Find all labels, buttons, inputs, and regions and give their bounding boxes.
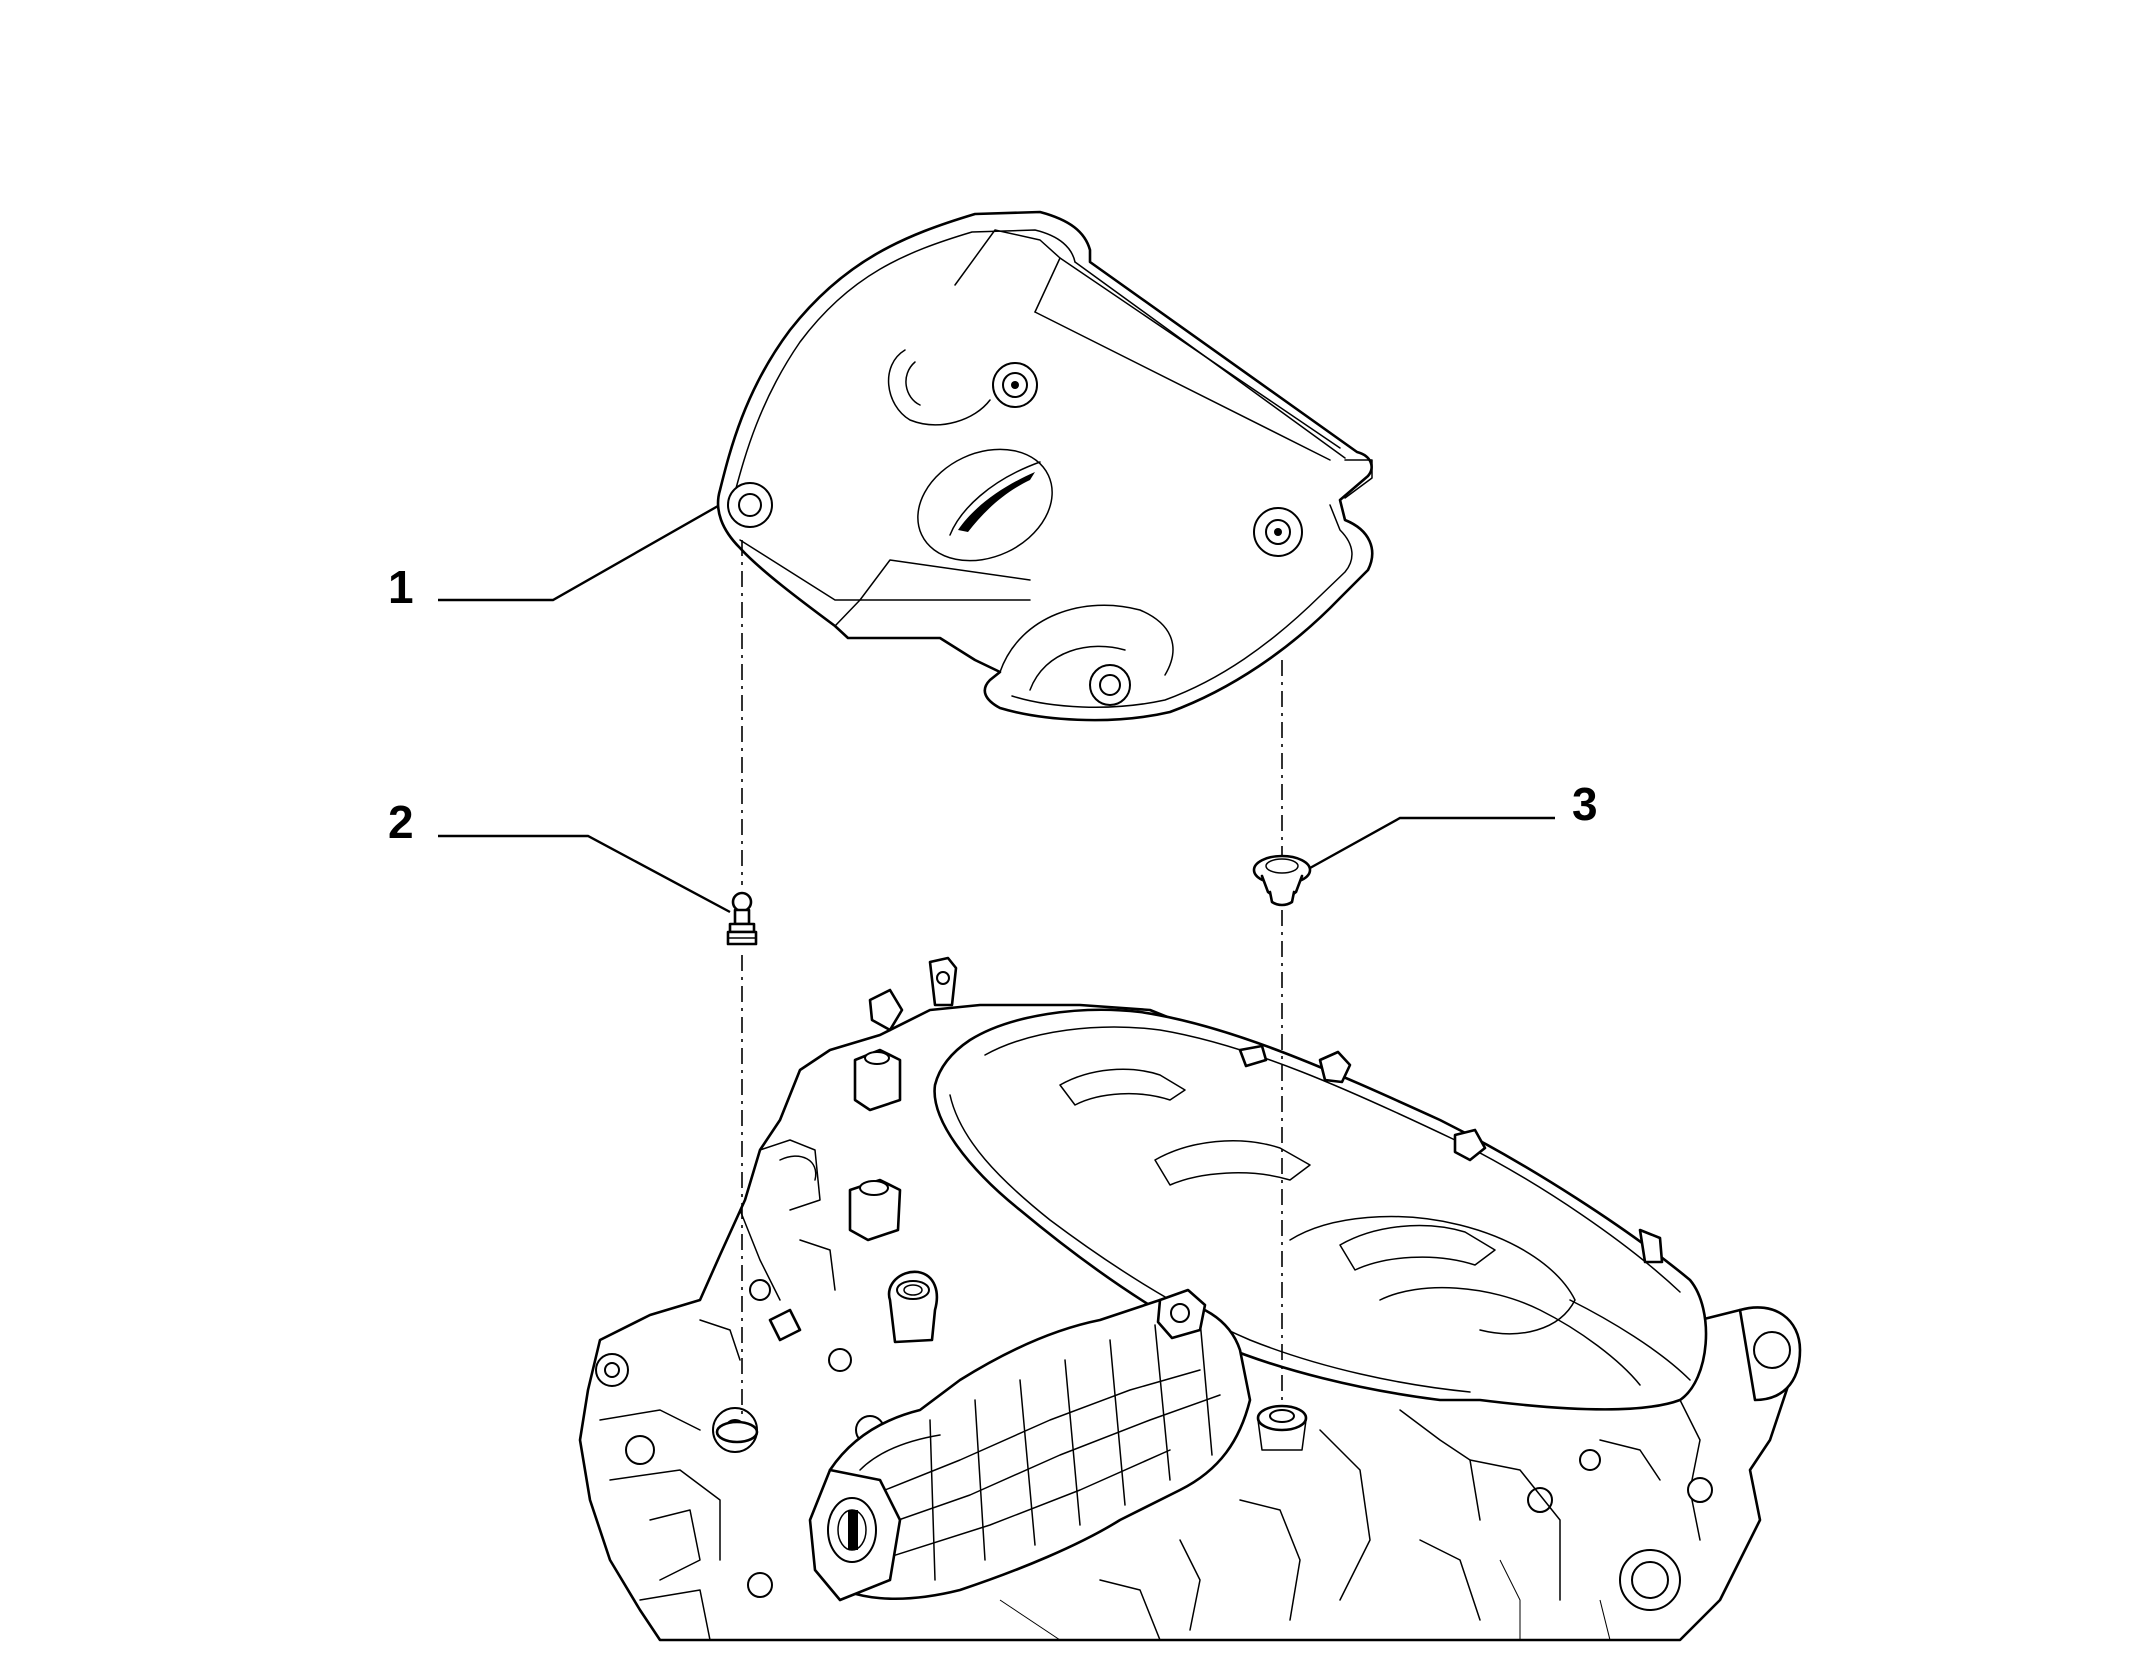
engine-assembly-icon xyxy=(578,956,1802,1642)
leader-line-2 xyxy=(438,834,731,914)
leader-line-1 xyxy=(438,504,719,602)
callout-3[interactable]: 3 xyxy=(1309,778,1598,870)
engine-cover-icon[interactable] xyxy=(716,210,1374,722)
rubber-grommet-icon[interactable] xyxy=(1252,854,1312,907)
callout-label-2: 2 xyxy=(388,796,414,848)
leader-line-3 xyxy=(1309,816,1555,870)
ball-stud-icon[interactable] xyxy=(726,891,758,946)
callout-label-3: 3 xyxy=(1572,778,1598,830)
assembly-axis-lines xyxy=(741,540,1283,1420)
callout-1[interactable]: 1 xyxy=(388,504,719,613)
callout-2[interactable]: 2 xyxy=(388,796,731,914)
callout-label-1: 1 xyxy=(388,561,414,613)
